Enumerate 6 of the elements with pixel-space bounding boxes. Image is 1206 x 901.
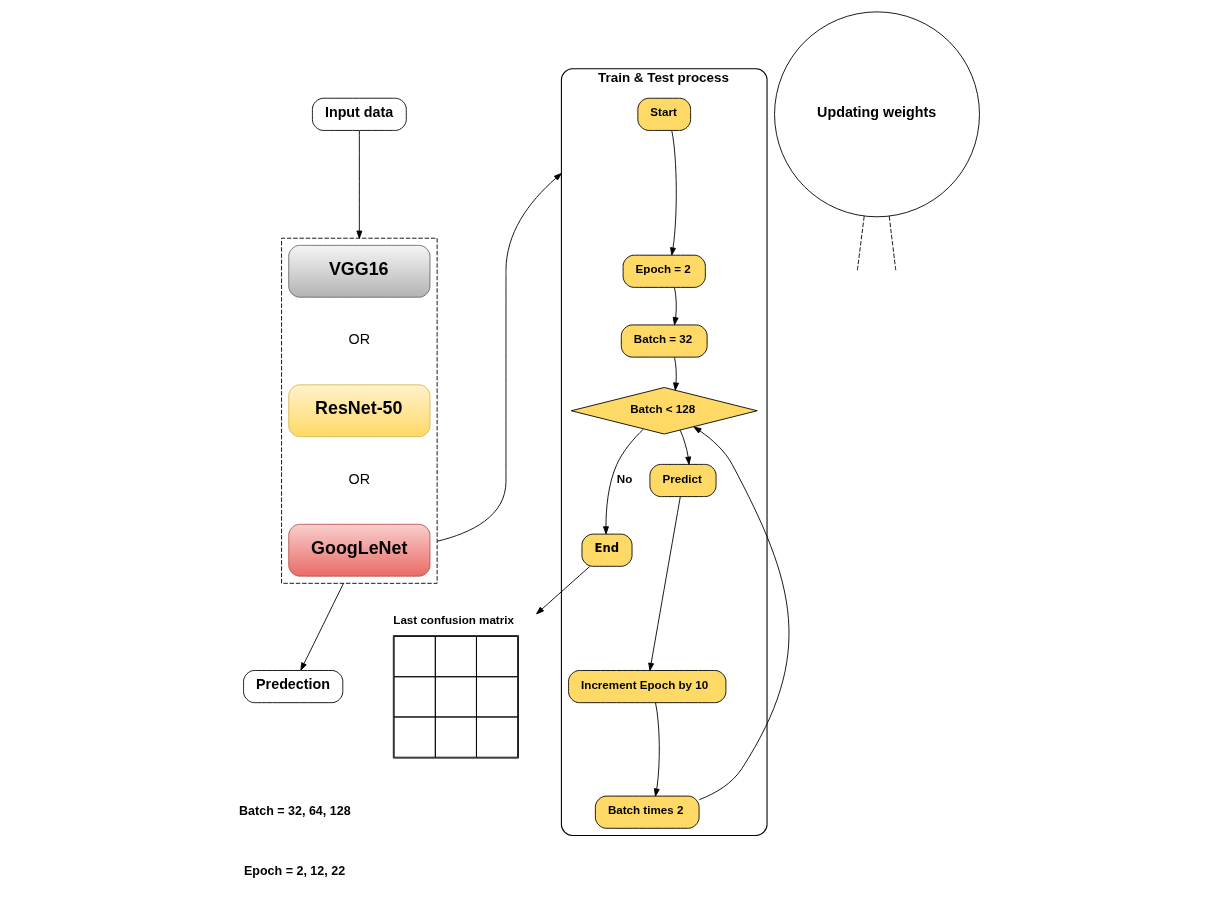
label: Batch = 32, 64, 128 — [239, 803, 351, 818]
label: OR — [348, 331, 371, 348]
node-label: Last confusion matrix — [393, 613, 514, 627]
label: OR — [348, 470, 371, 487]
label: Epoch = 2, 12, 22 — [244, 864, 346, 879]
edge-label: No — [616, 471, 633, 485]
